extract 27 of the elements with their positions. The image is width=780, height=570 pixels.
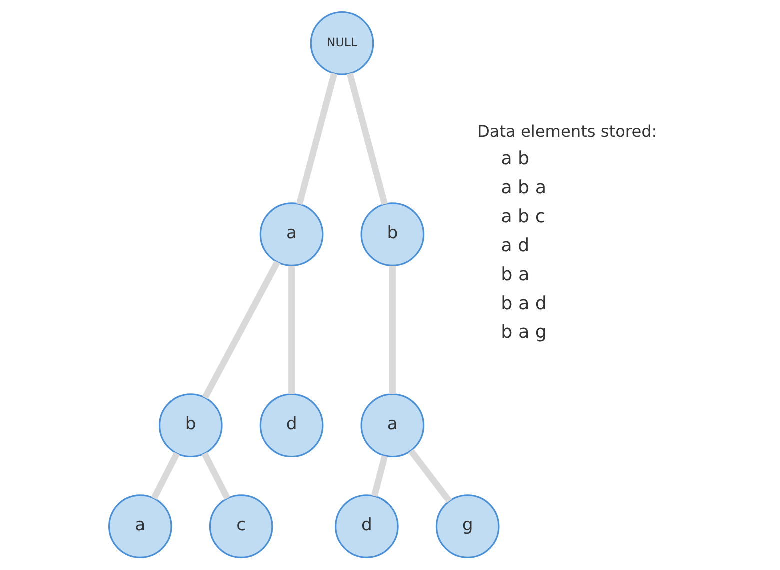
connector	[202, 260, 280, 400]
label: a b a	[501, 177, 547, 198]
node-circle: b	[360, 202, 425, 266]
connector	[288, 266, 295, 394]
label: b a g	[501, 322, 548, 344]
node-circle: a	[360, 394, 425, 458]
connector	[389, 266, 396, 394]
node-circle: d	[334, 494, 399, 558]
node-circle: d	[260, 394, 324, 458]
label: a b	[501, 148, 530, 170]
connector	[371, 456, 388, 497]
connector	[202, 452, 230, 500]
connector	[346, 72, 388, 206]
node-circle: NULL	[310, 12, 374, 76]
label: a b c	[501, 206, 546, 228]
label: a d	[501, 235, 530, 256]
node-circle: b	[158, 394, 223, 458]
connector	[408, 449, 452, 504]
node-circle: a	[260, 202, 324, 266]
label: Data elements stored:	[477, 122, 658, 141]
label: b a	[501, 264, 530, 286]
node-circle: c	[209, 494, 274, 558]
node-circle: g	[436, 494, 500, 558]
label: b a d	[501, 293, 548, 314]
node-circle: a	[108, 494, 172, 558]
connector	[151, 452, 180, 500]
connector	[296, 72, 338, 206]
